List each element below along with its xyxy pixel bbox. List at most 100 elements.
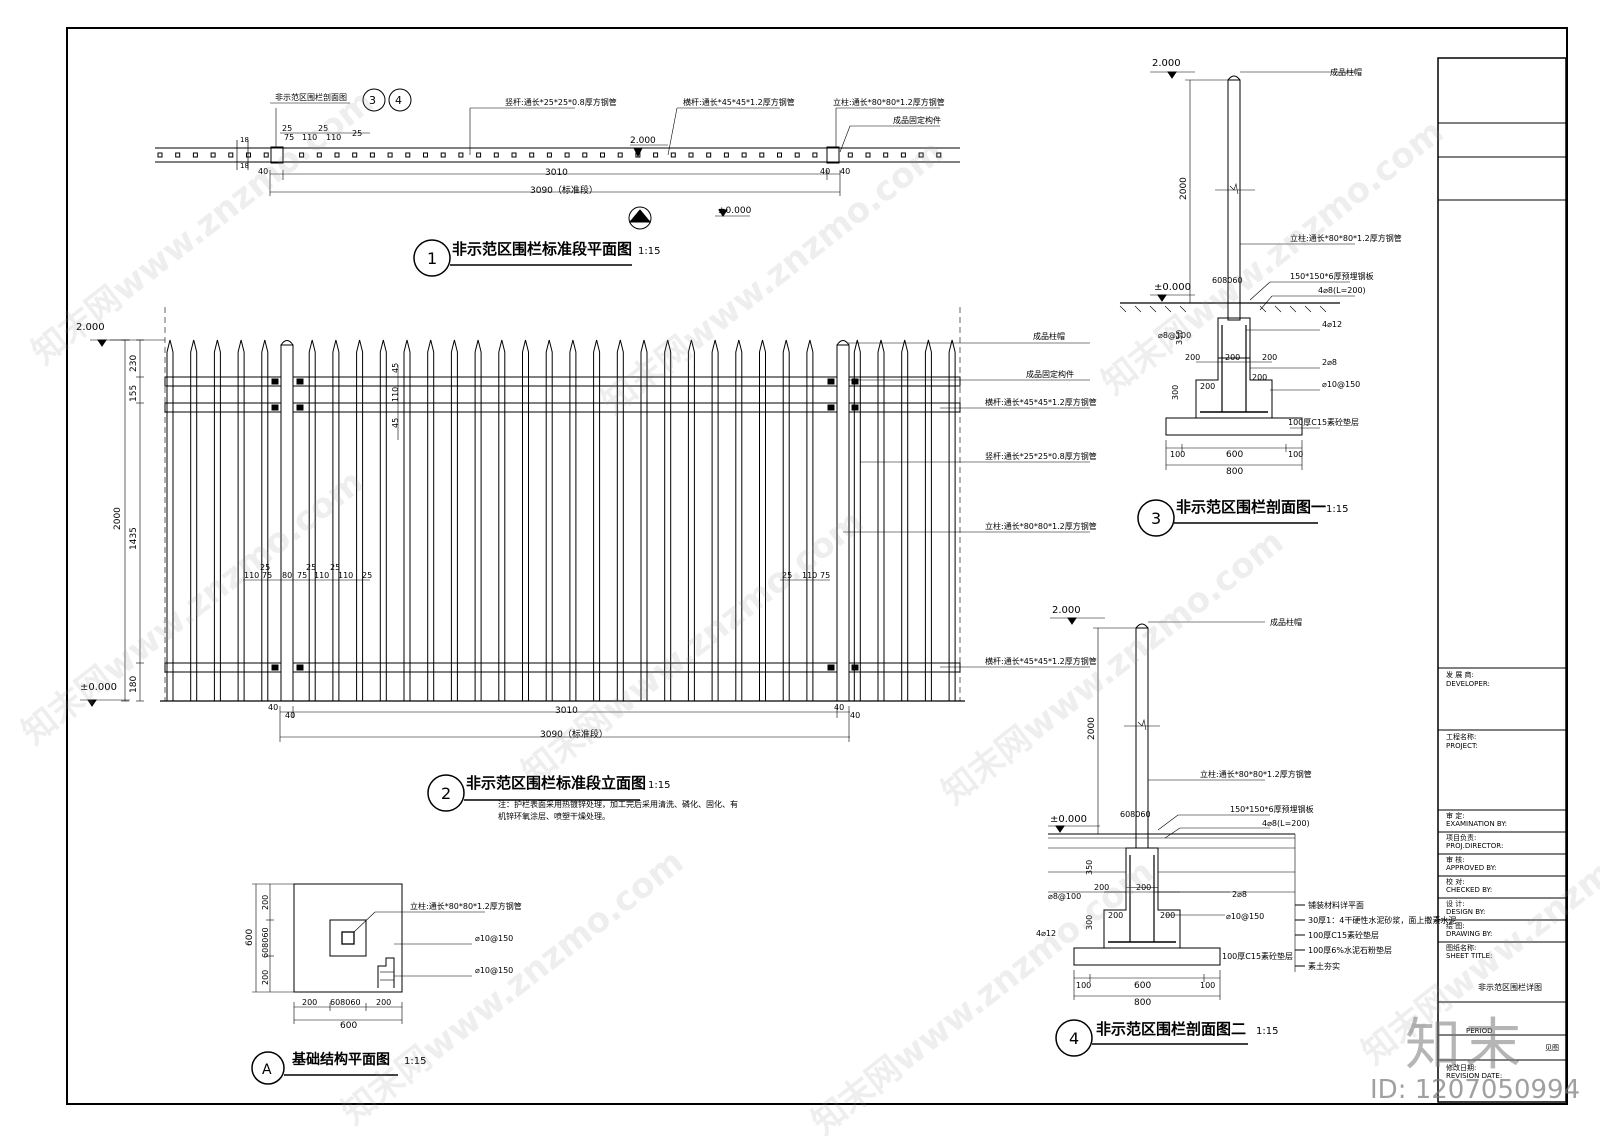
- plan-picket: [600, 152, 605, 158]
- s1-d608060: 608060: [1212, 276, 1243, 285]
- elev-sp-25b: 25: [306, 563, 316, 572]
- plan-picket: [653, 152, 659, 158]
- foundation-d608060: 608060: [261, 927, 270, 958]
- tb-sheet-title: 非示范区围栏详图: [1478, 982, 1542, 992]
- foundation-d600: 600: [245, 929, 255, 946]
- elev-d230: 230: [129, 355, 139, 372]
- s1-title-circle: [1137, 499, 1175, 537]
- foundation-scale: 1:15: [404, 1056, 426, 1067]
- elev-title-circle: [427, 774, 465, 812]
- tb-approved-cn: 审 核:: [1446, 855, 1465, 864]
- plan-picket: [299, 152, 305, 158]
- s1-d100b: 100: [1288, 450, 1303, 459]
- elev-label-fix: 成品固定构件: [1026, 369, 1074, 379]
- elev-picket: [877, 339, 885, 701]
- tb-exam-cn: 审 定:: [1446, 811, 1465, 820]
- elev-picket: [474, 339, 482, 701]
- tb-drawing-cn: 绘 图:: [1446, 921, 1465, 930]
- s2-d2000: 2000: [1087, 717, 1097, 740]
- plan-ref-circle-4: [388, 88, 412, 112]
- foundation-post: [341, 931, 355, 945]
- s2-label-plate: 150*150*6厚预埋钢板: [1230, 804, 1314, 814]
- plan-ref-3: 3: [369, 94, 376, 107]
- s1-base: [1165, 417, 1303, 436]
- s2-d100a: 100: [1076, 981, 1091, 990]
- elev-sp-110c: 110: [338, 571, 353, 580]
- s2-title-circle: [1055, 1019, 1093, 1057]
- elev-picket: [782, 339, 790, 701]
- s2-label-post: 立柱:通长*80*80*1.2厚方钢管: [1200, 769, 1312, 779]
- plan-pickets: [157, 152, 942, 158]
- s2-layer-3: 100厚6%水泥石粉垫层: [1308, 945, 1392, 955]
- plan-picket: [316, 152, 322, 158]
- s2-label-cap: 成品柱帽: [1270, 617, 1302, 627]
- s2-zero: ±0.000: [1050, 814, 1087, 825]
- s2-stirrup: ⌀8@100: [1048, 892, 1081, 901]
- plan-section-mark: [628, 209, 652, 223]
- elev-sp-75a: 75: [262, 571, 272, 580]
- plan-picket: [175, 152, 181, 158]
- elev-d110: 110: [391, 387, 400, 402]
- plan-d3090: 3090（标准段）: [530, 184, 598, 196]
- tb-drawing-en: DRAWING BY:: [1446, 930, 1492, 938]
- s1-d200b: 200: [1225, 353, 1240, 362]
- s2-layer-2: 100厚C15素砼垫层: [1308, 930, 1379, 940]
- s2-d200a: 200: [1094, 883, 1109, 892]
- elev-picket: [498, 339, 506, 701]
- tb-sheet-cn: 图纸名称:: [1446, 943, 1476, 952]
- elev-picket: [759, 339, 766, 701]
- elev-sp-110a: 110: [244, 571, 259, 580]
- plan-picket: [352, 152, 358, 158]
- plan-picket: [511, 152, 517, 158]
- elev-picket: [806, 339, 814, 701]
- tb-period: PERIOD: [1466, 1027, 1492, 1035]
- plan-d3010: 3010: [545, 168, 568, 178]
- plan-picket: [405, 152, 411, 158]
- s1-d200d: 200: [1200, 382, 1215, 391]
- elev-picket: [356, 339, 364, 701]
- s2-scale: 1:15: [1256, 1026, 1278, 1037]
- elev-picket: [640, 339, 648, 701]
- plan-picket: [192, 152, 198, 158]
- s1-d200c: 200: [1262, 353, 1277, 362]
- elev-leaders: [843, 342, 1090, 668]
- s2-rebar-main: 4⌀12: [1036, 929, 1056, 938]
- s2-cap: [1135, 623, 1149, 629]
- elev-d45a: 45: [391, 363, 400, 373]
- plan-picket: [210, 152, 216, 158]
- elev-sp-25c: 25: [330, 563, 340, 572]
- s1-d350: 350: [1175, 330, 1184, 345]
- plan-picket: [228, 152, 234, 158]
- plan-callout-fix: 成品固定构件: [893, 115, 941, 125]
- plan-picket: [546, 152, 552, 158]
- s2-d600: 600: [1134, 981, 1151, 991]
- plan-picket: [387, 152, 393, 158]
- elev-picket: [948, 339, 956, 701]
- s1-label-plate: 150*150*6厚预埋钢板: [1290, 271, 1374, 281]
- elev-d1435: 1435: [129, 527, 139, 550]
- s2-base-label: 100厚C15素砼垫层: [1222, 951, 1293, 961]
- elev-d40d: 40: [850, 711, 860, 720]
- s2-layer-1: 30厚1：4干硬性水泥砂浆，面上撒素水泥: [1308, 915, 1456, 925]
- elev-sp-75b: 75: [297, 571, 307, 580]
- foundation-rebar-1: ⌀10@150: [475, 934, 513, 943]
- elev-picket: [237, 339, 245, 701]
- s1-elev: 2.000: [1152, 58, 1181, 69]
- plan-picket: [847, 152, 853, 158]
- elev-sp-r25: 25: [782, 571, 792, 580]
- foundation-bd-0: 200: [302, 998, 317, 1007]
- foundation-bd-2: 200: [376, 998, 391, 1007]
- tb-director-cn: 项目负责:: [1446, 833, 1476, 842]
- s1-d200a: 200: [1185, 353, 1200, 362]
- plan-d110a: 110: [302, 133, 317, 142]
- s1-num: 3: [1151, 509, 1161, 528]
- tb-project-cn: 工程名称:: [1446, 732, 1476, 741]
- plan-d40b: 40: [820, 167, 830, 176]
- tb-checked-cn: 校 对:: [1446, 877, 1465, 886]
- s1-scale: 1:15: [1326, 504, 1348, 515]
- plan-picket: [688, 152, 694, 158]
- elev-sp-r75: 75: [820, 571, 830, 580]
- tb-design-en: DESIGN BY:: [1446, 908, 1485, 916]
- elev-picket: [901, 339, 909, 701]
- plan-picket: [759, 152, 765, 158]
